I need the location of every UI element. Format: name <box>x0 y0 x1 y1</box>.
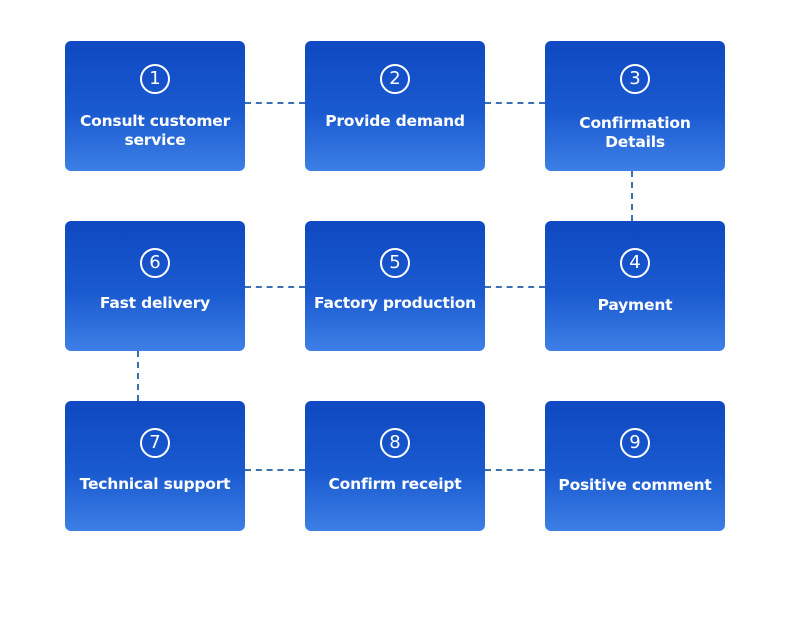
step-number-badge: 8 <box>380 428 410 458</box>
step-number-badge: 6 <box>140 248 170 278</box>
step-number-badge: 3 <box>620 64 650 94</box>
step-label: Factory production <box>313 294 477 312</box>
step-card-7: 7 Technical support <box>65 401 245 531</box>
step-card-4: 4 Payment <box>545 221 725 351</box>
step-number-badge: 7 <box>140 428 170 458</box>
step-label: Technical support <box>79 475 231 493</box>
step-card-9: 9 Positive comment <box>545 401 725 531</box>
step-number-badge: 9 <box>620 428 650 458</box>
step-label: Fast delivery <box>99 294 211 312</box>
step-label: Positive comment <box>558 476 712 494</box>
step-label: Confirmation Details <box>579 114 691 151</box>
step-number-badge: 4 <box>620 248 650 278</box>
step-number-badge: 2 <box>380 64 410 94</box>
connector-5-6 <box>245 286 305 288</box>
connector-7-8 <box>245 469 305 471</box>
step-card-8: 8 Confirm receipt <box>305 401 485 531</box>
step-label: Confirm receipt <box>328 475 462 493</box>
step-card-6: 6 Fast delivery <box>65 221 245 351</box>
step-number-badge: 5 <box>380 248 410 278</box>
connector-8-9 <box>485 469 545 471</box>
step-card-2: 2 Provide demand <box>305 41 485 171</box>
connector-6-7 <box>137 351 139 401</box>
step-card-5: 5 Factory production <box>305 221 485 351</box>
connector-4-5 <box>485 286 545 288</box>
step-card-1: 1 Consult customer service <box>65 41 245 171</box>
step-label: Provide demand <box>325 112 465 130</box>
step-number-badge: 1 <box>140 64 170 94</box>
step-label: Consult customer service <box>79 112 231 149</box>
connector-1-2 <box>245 102 305 104</box>
connector-2-3 <box>485 102 545 104</box>
step-card-3: 3 Confirmation Details <box>545 41 725 171</box>
step-label: Payment <box>597 296 673 314</box>
connector-3-4 <box>631 171 633 221</box>
